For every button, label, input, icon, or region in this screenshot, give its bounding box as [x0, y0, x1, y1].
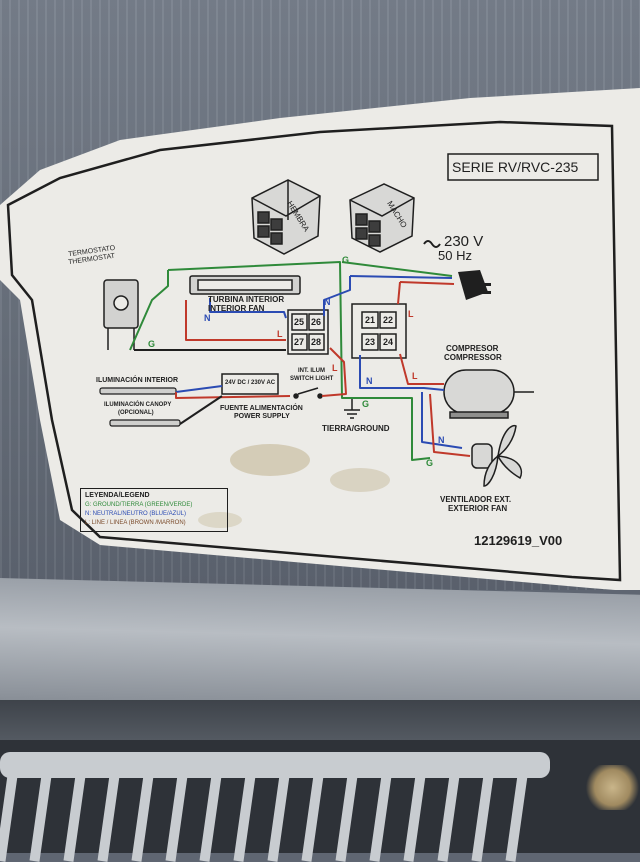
female-connector-icon [251, 179, 321, 255]
exterior-fan-label-es: VENTILADOR EXT. [440, 495, 512, 504]
compressor-label-en: COMPRESSOR [444, 353, 502, 362]
ground-wire [129, 270, 169, 351]
wire-label-n: N [366, 376, 373, 386]
ground-wire [167, 261, 352, 399]
neutral-wire [359, 355, 445, 391]
wire-label-n: N [438, 435, 445, 445]
terminal-23: 23 [365, 337, 376, 347]
neutral-wire [349, 275, 453, 279]
wire-label-g: G [342, 255, 350, 265]
wire-label-l: L [412, 371, 418, 381]
exterior-fan-label-en: EXTERIOR FAN [448, 504, 508, 513]
line-wire [185, 300, 286, 341]
ground-wire [341, 261, 453, 277]
ground-symbol-icon [344, 398, 360, 419]
legend-title: LEYENDA/LEGEND [85, 492, 150, 499]
line-wire [399, 353, 444, 385]
canopy-light-label: ILUMINACIÓN CANOPY [104, 402, 172, 408]
voltage-label: 230 V [444, 233, 484, 250]
legend-ground: G: GROUND/TIERRA (GREEN/VERDE) [85, 502, 193, 508]
part-number: 12129619_V00 [474, 533, 563, 548]
terminal-25: 25 [294, 317, 305, 327]
ground-label: TIERRA/GROUND [322, 424, 390, 433]
wire-label-g: G [148, 339, 156, 349]
terminal-24: 24 [383, 337, 394, 347]
terminal-28: 28 [311, 337, 322, 347]
wire-label-n: N [324, 297, 331, 307]
terminal-21: 21 [365, 315, 376, 325]
line-wire [429, 393, 471, 457]
psu-label-en: POWER SUPPLY [234, 413, 290, 420]
ground-wire [352, 397, 431, 461]
interior-fan-icon [189, 275, 301, 295]
frequency-label: 50 Hz [438, 248, 472, 263]
legend-line: L: LINE / LINEA (BROWN /MARRON) [85, 520, 186, 526]
neutral-wire [175, 385, 223, 393]
line-wire [175, 392, 291, 399]
interior-light-label: ILUMINACIÓN INTERIOR [96, 377, 179, 384]
series-title: SERIE RV/RVC-235 [452, 159, 579, 175]
interior-light-icon [99, 387, 177, 395]
neutral-wire [323, 276, 351, 316]
wire-label-l: L [277, 329, 283, 339]
compressor-icon [443, 369, 534, 419]
wiring-sticker [0, 88, 640, 590]
legend-box: LEYENDA/LEGEND G: GROUND/TIERRA (GREEN/V… [80, 488, 228, 532]
neutral-wire [209, 298, 287, 319]
wire-label-l: L [408, 309, 414, 319]
male-connector-icon [349, 183, 415, 253]
canopy-light-icon [109, 419, 181, 427]
interior-fan-label-en: INTERIOR FAN [208, 304, 265, 313]
canopy-optional-label: (OPCIONAL) [118, 410, 154, 416]
compressor-label-es: COMPRESOR [446, 344, 499, 353]
terminal-26: 26 [311, 317, 322, 327]
exterior-fan-icon [471, 424, 523, 487]
wire-label-g: G [426, 458, 434, 468]
switch-label-es: INT. ILUM [298, 368, 325, 374]
wire-label-n: N [204, 313, 211, 323]
wire-label-l: L [332, 363, 338, 373]
wire-label-g: G [362, 399, 370, 409]
terminal-22: 22 [383, 315, 394, 325]
legend-neutral: N: NEUTRAL/NEUTRO (BLUE/AZUL) [85, 511, 187, 517]
terminal-block-right [351, 303, 407, 359]
plug-icon [458, 270, 491, 300]
psu-box-label: 24V DC / 230V AC [225, 380, 276, 386]
psu-label-es: FUENTE ALIMENTACIÓN [220, 405, 303, 412]
terminal-27: 27 [294, 337, 305, 347]
interior-fan-label-es: TURBINA INTERIOR [208, 295, 285, 304]
line-wire [397, 281, 401, 305]
line-wire [321, 347, 347, 397]
ac-symbol-icon [423, 240, 441, 248]
shelf-edge [0, 700, 640, 746]
neutral-wire [421, 392, 463, 449]
control-wire [179, 395, 223, 425]
vent-grille [0, 752, 550, 862]
switch-label-en: SWITCH LIGHT [290, 376, 334, 382]
rust-spot [585, 765, 640, 810]
terminal-block-left [287, 309, 329, 355]
power-supply-icon [221, 373, 279, 395]
thermostat-icon [103, 279, 139, 350]
line-wire [399, 281, 455, 285]
